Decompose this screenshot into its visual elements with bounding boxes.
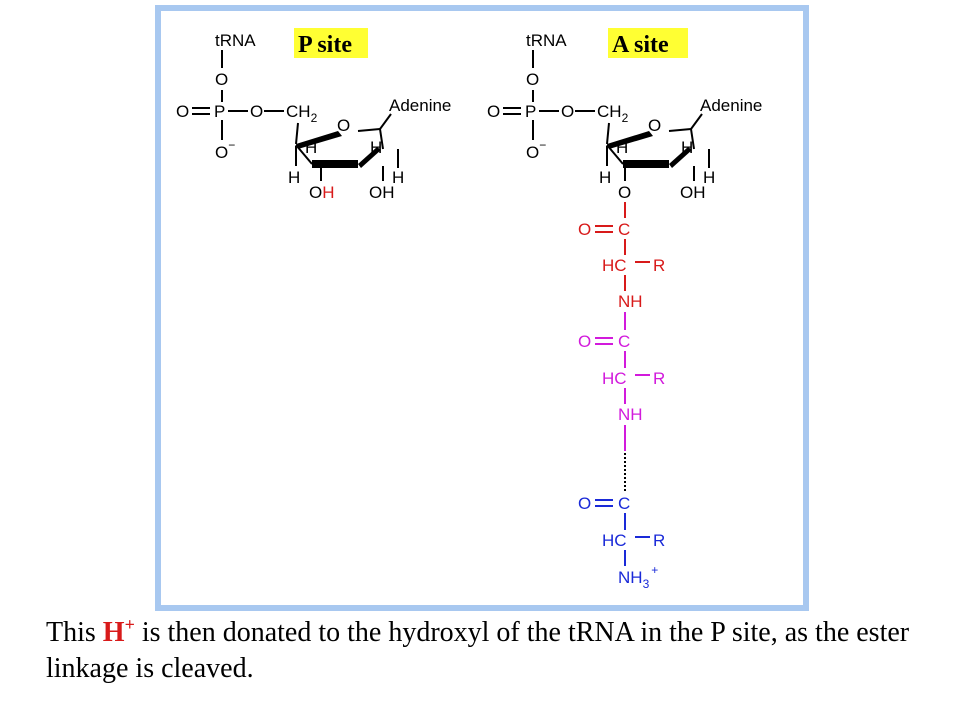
a-site-o-minus: O− (526, 138, 546, 162)
p-site-trna-label: tRNA (215, 31, 256, 50)
aa1-alpha-carbon: HC (602, 256, 627, 275)
peptidyl-transfer-diagram: P site tRNA O O P O CH2 O− O Adenine H H… (176, 28, 762, 591)
a-site-h-left: H (599, 168, 611, 187)
caption-text: This H+ is then donated to the hydroxyl … (46, 615, 946, 687)
p-site-h-left: H (288, 168, 300, 187)
p-site-ch2: CH2 (286, 102, 318, 125)
aa1-carbon: C (618, 220, 630, 239)
aa1-r-group: R (653, 256, 665, 275)
p-site-ring-h-right: H (370, 138, 382, 157)
p-site-structure: P site tRNA O O P O CH2 O− O Adenine H H… (176, 28, 451, 202)
a-site-adenine: Adenine (700, 96, 762, 115)
aa3-alpha-carbon: HC (602, 531, 627, 550)
aa1-carbonyl-oxygen: O (578, 220, 591, 239)
a-site-label: A site (612, 32, 669, 58)
p-site-label-highlight (294, 28, 368, 58)
p-site-h-right: H (392, 168, 404, 187)
p-site-ring-h-left: H (305, 138, 317, 157)
aa3-carbonyl-oxygen: O (578, 494, 591, 513)
p-site-3-hydroxyl: OH (309, 183, 335, 202)
aa3-carbon: C (618, 494, 630, 513)
aa2-alpha-carbon: HC (602, 369, 627, 388)
a-site-ch2: CH2 (597, 102, 629, 125)
aa1-amide-nh: NH (618, 292, 643, 311)
amino-acid-2: O C HC R NH (578, 312, 665, 451)
aa3-amino-nh3-plus: NH3+ (618, 563, 658, 591)
amino-acid-3: O C HC R NH3+ (578, 494, 665, 591)
a-site-h-right: H (703, 168, 715, 187)
a-site-phosphate-o-double: O (487, 102, 500, 121)
aa2-carbonyl-oxygen: O (578, 332, 591, 351)
a-site-linking-oxygen: O (561, 102, 574, 121)
a-site-ring-h-right: H (681, 138, 693, 157)
aa2-r-group: R (653, 369, 665, 388)
p-site-o-minus: O− (215, 138, 235, 162)
p-site-phosphorus: P (214, 102, 225, 121)
a-site-phosphate-o-top: O (526, 70, 539, 89)
caption-pre: This (46, 617, 103, 648)
a-site-label-highlight (608, 28, 688, 58)
a-site-phosphorus: P (525, 102, 536, 121)
a-site-ring-oxygen: O (648, 116, 661, 135)
p-site-phosphate-o-top: O (215, 70, 228, 89)
diagram-frame: P site tRNA O O P O CH2 O− O Adenine H H… (155, 5, 809, 611)
p-site-label: P site (298, 32, 352, 58)
p-site-phosphate-o-double: O (176, 102, 189, 121)
a-site-2-hydroxyl: OH (680, 183, 706, 202)
aa2-carbon: C (618, 332, 630, 351)
aa2-amide-nh: NH (618, 405, 643, 424)
a-site-structure: A site tRNA O O P O CH2 O− O Adenine H H… (487, 28, 762, 591)
p-site-linking-oxygen: O (250, 102, 263, 121)
a-site-ring-h-left: H (616, 138, 628, 157)
amino-acid-1: O C HC R NH (578, 202, 665, 311)
aa3-r-group: R (653, 531, 665, 550)
a-site-ester-oxygen: O (618, 183, 631, 202)
caption-post: is then donated to the hydroxyl of the t… (46, 617, 910, 684)
caption-proton: H+ (102, 614, 135, 648)
a-site-trna-label: tRNA (526, 31, 567, 50)
p-site-adenine: Adenine (389, 96, 451, 115)
p-site-ring-oxygen: O (337, 116, 350, 135)
p-site-2-hydroxyl: OH (369, 183, 395, 202)
